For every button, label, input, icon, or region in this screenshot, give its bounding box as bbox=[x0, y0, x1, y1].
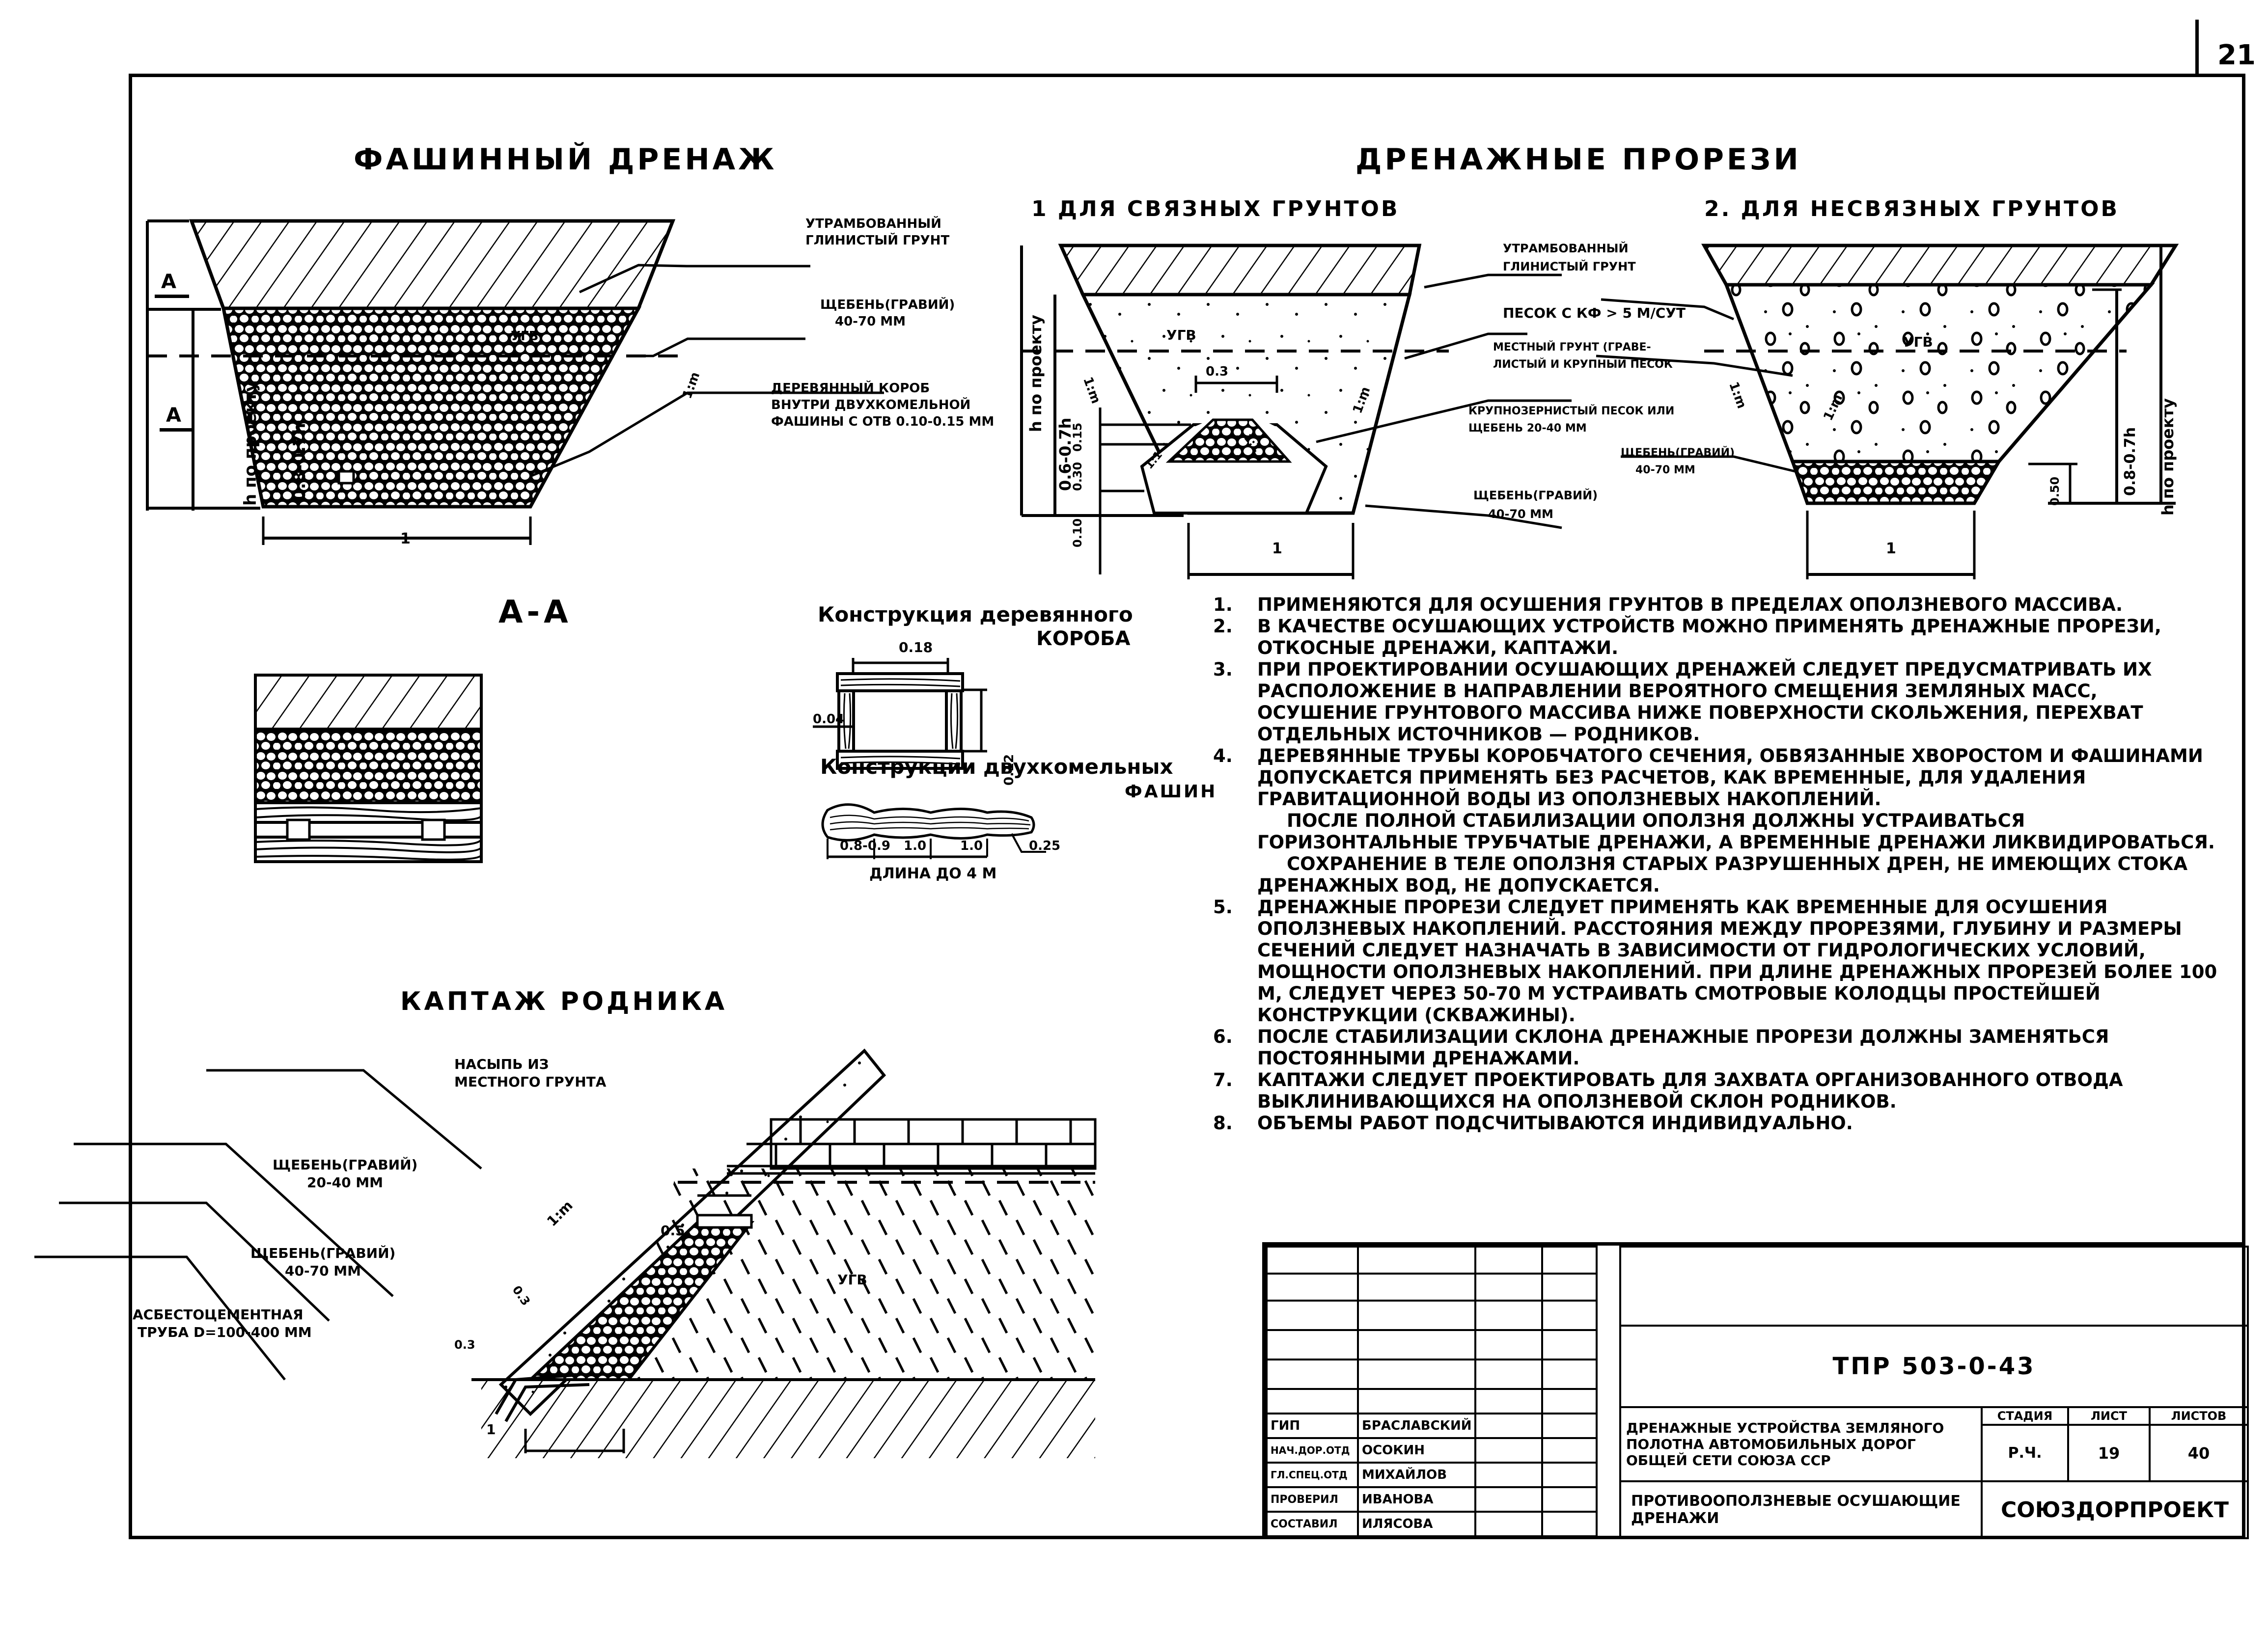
cut-label-gravel-left: щебень(гравий)40-70 мм bbox=[1473, 489, 1598, 521]
cohesive-dim-top: 0.3 bbox=[1206, 364, 1229, 379]
stage-header: Стадия bbox=[1981, 1406, 2069, 1426]
signature bbox=[1474, 1413, 1544, 1439]
signature bbox=[1474, 1511, 1544, 1537]
section-marker-line bbox=[160, 428, 194, 432]
section-marker-line bbox=[155, 295, 189, 298]
fascine-drain-diagram bbox=[146, 219, 884, 545]
noncohesive-dim-partial: 0.8-0.7h bbox=[2122, 427, 2139, 496]
note-item: 3.При проектировании осушающих дренажей … bbox=[1213, 659, 2152, 745]
fascine-length-caption: длина до 4 м bbox=[869, 865, 997, 882]
noncohesive-dim-bottom: 0.50 bbox=[2048, 476, 2062, 506]
noncohesive-subtitle: 2. Для несвязных грунтов bbox=[1704, 196, 2120, 221]
note-item: 6.После стабилизации склона дренажные пр… bbox=[1213, 1026, 2109, 1069]
cut-label-clay: утрамбованныйглинистый грунт bbox=[1503, 242, 1636, 274]
drawing-frame bbox=[129, 74, 2245, 1539]
fascine-drain-title: Фашинный дренаж bbox=[354, 142, 777, 177]
signatory-row: ПроверилИванова bbox=[1266, 1486, 1598, 1513]
title-block: ГИПБраславский Нач.дор.отдОсокин Гл.спец… bbox=[1262, 1242, 2249, 1539]
wooden-box-diagram bbox=[813, 658, 987, 770]
revisions-table: ГИПБраславский Нач.дор.отдОсокин Гл.спец… bbox=[1266, 1246, 1598, 1537]
sheet-value: 19 bbox=[2067, 1424, 2151, 1482]
fascine-dim-diameter: 0.25 bbox=[1029, 839, 1061, 853]
sheet-title: Противооползневые осушающие дренажи bbox=[1619, 1480, 1983, 1539]
fascine-water-level: УГВ bbox=[511, 329, 539, 344]
page-number: 21 bbox=[2217, 39, 2256, 71]
cohesive-dim-small-1: 0.30 bbox=[1071, 462, 1084, 491]
document-code: ТПР 503-0-43 bbox=[1619, 1325, 2249, 1408]
section-marker-top: А bbox=[161, 271, 176, 293]
spring-capture-title: Каптаж родника bbox=[400, 987, 728, 1016]
spring-water-level: УГВ bbox=[837, 1272, 867, 1288]
fascine-dim-width: 1 bbox=[400, 530, 411, 547]
note-item: 5.Дренажные прорези следует применять ка… bbox=[1213, 897, 2217, 1026]
noncohesive-dim-depth: h по проекту bbox=[2158, 398, 2177, 516]
page-number-box bbox=[2195, 20, 2268, 75]
fascine-dim-depth: h по проекту bbox=[241, 381, 260, 506]
fascine-label-box: деревянный коробвнутри двухкомельнойфаши… bbox=[771, 381, 995, 429]
title-block-main: ТПР 503-0-43 Дренажные устройства землян… bbox=[1619, 1246, 2249, 1539]
fascine-label-gravel: щебень(гравий)40-70 мм bbox=[820, 298, 955, 329]
cut-label-sand: песок с Кф > 5 м/сут bbox=[1503, 305, 1686, 321]
cohesive-dim-small-0: 0.15 bbox=[1071, 422, 1084, 452]
title-block-empty bbox=[1619, 1246, 2249, 1327]
signature bbox=[1474, 1486, 1544, 1513]
spring-dim-top: 0.5 bbox=[661, 1223, 685, 1239]
cohesive-water-level: УГВ bbox=[1166, 327, 1196, 343]
fascine-segment-1: 1.0 bbox=[904, 839, 927, 853]
fascine-dim-partial: 0.8-0.7h bbox=[290, 423, 309, 501]
organization-name: СОЮЗДОРПРОЕКТ bbox=[1981, 1480, 2249, 1539]
wooden-box-dim-width: 0.18 bbox=[899, 639, 933, 655]
fascine-label-clay: утрамбованныйглинистый грунт bbox=[805, 217, 950, 248]
note-item: После полной стабилизации оползня должны… bbox=[1257, 810, 2215, 853]
signatory-row: ГИПБраславский bbox=[1266, 1413, 1598, 1439]
project-title: Дренажные устройства земляного полотна а… bbox=[1619, 1406, 1983, 1482]
spring-capture-diagram bbox=[34, 1048, 1097, 1458]
signature bbox=[1474, 1437, 1544, 1464]
sheets-header: Листов bbox=[2149, 1406, 2249, 1426]
fascine-bundle-diagram bbox=[821, 803, 1046, 859]
note-item: 2.В качестве осушающих устройств можно п… bbox=[1213, 616, 2161, 658]
fascine-segment-0: 0.8-0.9 bbox=[840, 839, 890, 853]
cut-label-local-soil: местный грунт (граве-листый и крупный пе… bbox=[1493, 341, 1673, 371]
spring-label-gravel-large: щебень(гравий)40-70 мм bbox=[250, 1245, 396, 1279]
signatory-row: Нач.дор.отдОсокин bbox=[1266, 1437, 1598, 1464]
sheets-total-value: 40 bbox=[2149, 1424, 2249, 1482]
fascine-construction-title-2: фашин bbox=[1125, 782, 1217, 802]
spring-dim-pipe: 0.3 bbox=[454, 1338, 475, 1352]
cohesive-dim-depth: h по проекту bbox=[1026, 315, 1045, 432]
notes-list: 1.Применяются для осушения грунтов в пре… bbox=[1213, 594, 2220, 1134]
note-item: 8.Объемы работ подсчитываются индивидуал… bbox=[1213, 1113, 1853, 1134]
fascine-segment-2: 1.0 bbox=[960, 839, 983, 853]
signature bbox=[1474, 1462, 1544, 1488]
wooden-box-dim-thickness: 0.04 bbox=[813, 712, 845, 727]
wooden-box-title-2: короба bbox=[1036, 627, 1131, 650]
wooden-box-title-1: Конструкция деревянного bbox=[818, 602, 1133, 626]
fascine-construction-title-1: Конструкции двухкомельных bbox=[820, 755, 1173, 779]
note-item: 4.Деревянные трубы коробчатого сечения, … bbox=[1213, 745, 2203, 810]
noncohesive-cut-diagram bbox=[1596, 244, 2179, 579]
cohesive-dim-width: 1 bbox=[1272, 540, 1282, 557]
note-item: Сохранение в теле оползня старых разруше… bbox=[1257, 853, 2188, 896]
note-item: 1.Применяются для осушения грунтов в пре… bbox=[1213, 594, 2123, 615]
section-marker-bottom: А bbox=[166, 404, 181, 427]
section-aa-diagram bbox=[254, 674, 483, 863]
section-aa-title: А-А bbox=[498, 594, 572, 630]
spring-label-gravel-small: щебень(гравий)20-40 мм bbox=[273, 1157, 418, 1191]
cohesive-subtitle: 1 Для связных грунтов bbox=[1031, 196, 1400, 221]
drainage-cuts-title: Дренажные прорези bbox=[1355, 142, 1801, 177]
cut-label-coarse-sand: крупнозернистый песок илищебень 20-40 мм bbox=[1468, 405, 1675, 435]
signatory-row: СоставилИлясова bbox=[1266, 1511, 1598, 1537]
spring-label-embankment: насыпь изместного грунта bbox=[454, 1056, 607, 1090]
spring-label-pipe: асбестоцементнаятруба d=100-400 мм bbox=[133, 1306, 312, 1341]
cohesive-dim-small-2: 0.10 bbox=[1071, 518, 1084, 547]
sheet-header: Лист bbox=[2067, 1406, 2151, 1426]
noncohesive-dim-width: 1 bbox=[1886, 540, 1896, 557]
signatory-row: Гл.спец.отдМихайлов bbox=[1266, 1462, 1598, 1488]
stage-value: Р.Ч. bbox=[1981, 1424, 2069, 1482]
noncohesive-water-level: УГВ bbox=[1903, 334, 1933, 350]
note-item: 7.Каптажи следует проектировать для захв… bbox=[1213, 1069, 2123, 1112]
cohesive-cut-diagram bbox=[1020, 244, 1572, 579]
spring-dim-bottom: 1 bbox=[486, 1421, 496, 1438]
